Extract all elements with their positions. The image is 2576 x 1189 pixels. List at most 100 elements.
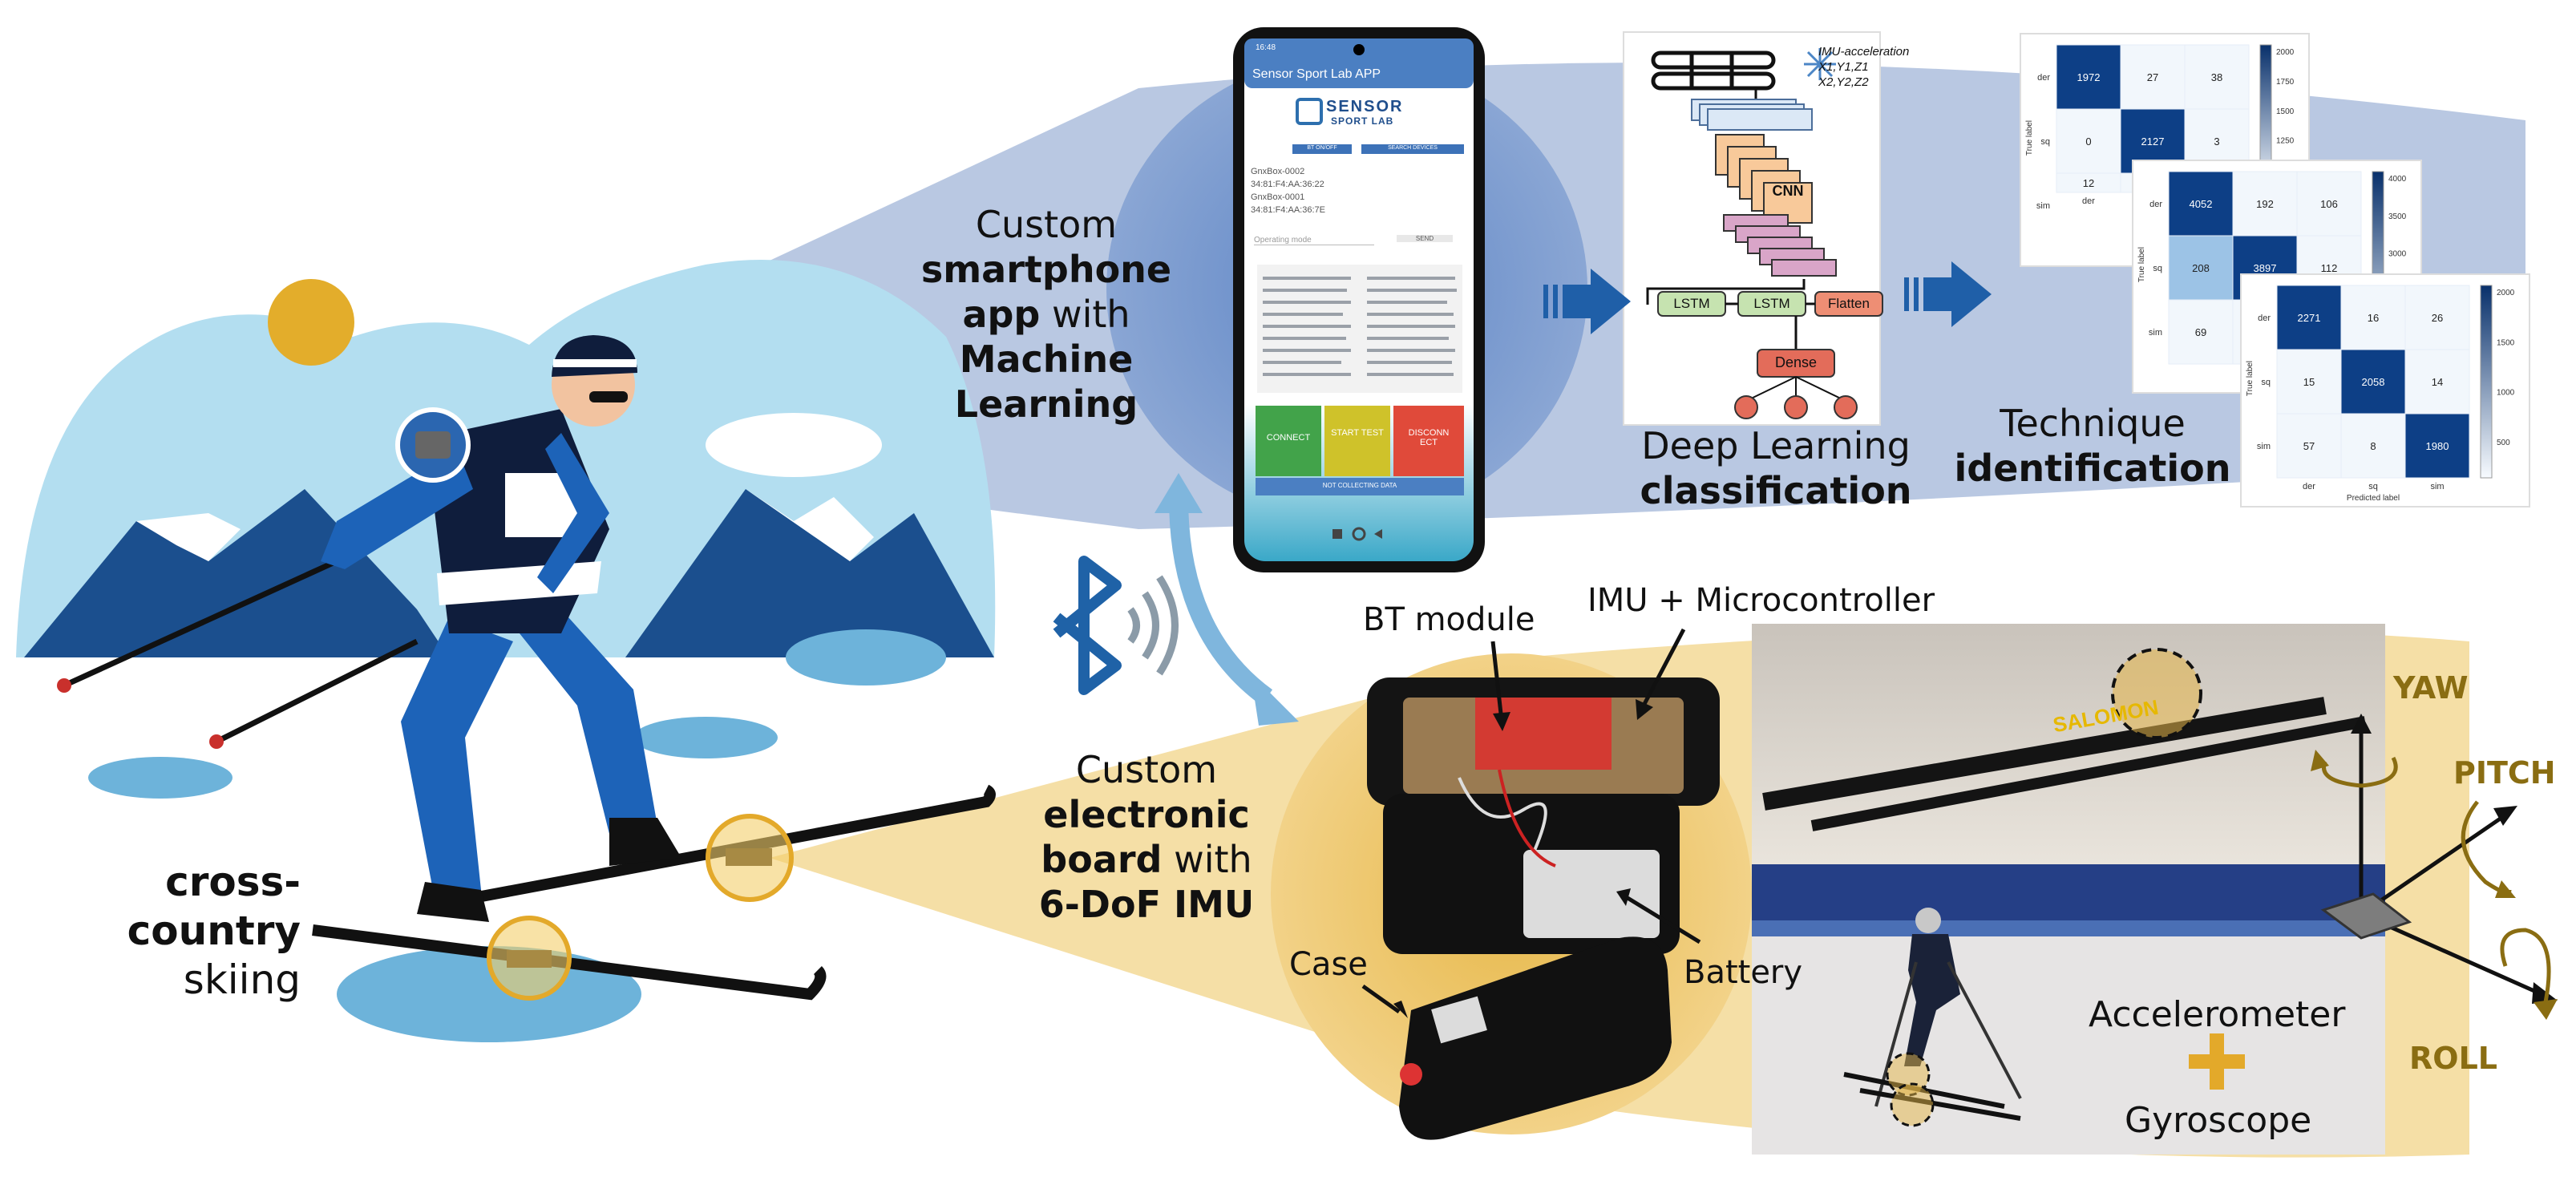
case-pointer (1361, 984, 1401, 1014)
board-label-line2: electronic (1043, 793, 1250, 837)
cm-cell (2296, 171, 2362, 237)
skier-label-line3: skiing (183, 956, 301, 1003)
board-label: Custom electronic board with 6-DoF IMU (1006, 747, 1287, 927)
signal-wave-1 (1127, 607, 1140, 644)
battery-cell (1523, 850, 1660, 938)
cm-colorbar-tick: 1000 (2497, 389, 2515, 398)
signal-wave-3 (1156, 575, 1179, 676)
phone-btn-start[interactable]: START TEST (1331, 428, 1384, 438)
cm-cell (2404, 413, 2470, 479)
out-node-2 (1784, 395, 1808, 419)
cm-true-label: True label (2025, 120, 2034, 156)
skier-label-line1: cross- (165, 859, 301, 905)
bluetooth-icon (1053, 556, 1122, 695)
phone-status-time: 16:48 (1256, 43, 1276, 52)
dl-caption: Deep Learning classification (1616, 423, 1936, 513)
technique-caption-line1: Technique (2000, 402, 2186, 445)
phone-mode-send[interactable]: SEND (1397, 235, 1453, 242)
imu-label: IMU-acceleration X1,Y1,Z1 X2,Y2,Z2 (1818, 45, 1909, 90)
ski-sensor-1-box (726, 848, 772, 866)
phone-btn-connect[interactable]: CONNECT (1266, 433, 1311, 443)
case-led (1400, 1063, 1422, 1086)
app-label-line3-bold: app (962, 293, 1041, 337)
app-label-line2: smartphone (920, 248, 1172, 292)
photo-fence-stripe (1752, 920, 2385, 936)
board-label-line1: Custom (1075, 748, 1218, 791)
imu-pointer (1641, 628, 1686, 707)
roll-rotation (2500, 928, 2551, 1003)
cm-colorbar-tick: 1750 (2276, 78, 2295, 87)
arrow-to-technique (1904, 261, 1992, 327)
cm-value: 1980 (2426, 440, 2449, 452)
cm-cell (2404, 285, 2470, 350)
imu-label-line2: X1,Y1,Z1 (1818, 59, 1869, 74)
phone-log-area (1257, 265, 1462, 393)
snow-patch-2 (88, 757, 233, 799)
cm-value: 0 (2085, 135, 2091, 148)
wire-white (1458, 777, 1547, 859)
photo-fence (1752, 864, 2385, 920)
phone-btn-disconnect[interactable]: DISCONN ECT (1408, 428, 1450, 447)
yaw-label: YAW (2393, 670, 2469, 706)
photo-sensor-2 (1890, 1082, 1935, 1127)
cm-value: 15 (2303, 376, 2315, 388)
wrist-device-body (415, 431, 451, 459)
cm-row-label: sq (2040, 137, 2050, 147)
arrow-to-dl (1543, 269, 1631, 334)
app-label-line4: Machine (959, 338, 1134, 382)
app-label-line1: Custom (975, 203, 1118, 246)
phone-btn-bt[interactable]: BT ON/OFF (1307, 145, 1337, 151)
cm-value: 2127 (2141, 135, 2165, 148)
case-label (1431, 996, 1487, 1044)
cm-value: 112 (2321, 262, 2338, 274)
phone-device2-name[interactable]: GnxBox-0001 (1251, 192, 1305, 202)
plus-sign-text: + (2203, 1038, 2227, 1039)
phone-logo-line1: SENSOR (1326, 98, 1404, 115)
lstm2-label: LSTM (1753, 296, 1790, 311)
cm-true-label: True label (2246, 361, 2255, 396)
phone-mode-input[interactable]: Operating mode (1254, 236, 1374, 245)
battery-pointer (1626, 896, 1701, 944)
wire-red (1498, 769, 1556, 867)
cm-value: 106 (2320, 198, 2338, 210)
cm-value: 2271 (2298, 312, 2321, 324)
cm-colorbar-tick: 500 (2497, 439, 2510, 447)
cm-value: 16 (2368, 312, 2379, 324)
phone-camera (1353, 44, 1365, 55)
phone-logo-line2: SPORT LAB (1331, 115, 1394, 127)
cm-cell (2168, 235, 2234, 301)
ski-photo-sensor (2111, 648, 2202, 739)
cm-value: 38 (2211, 71, 2222, 83)
dl-caption-line2: classification (1640, 469, 1912, 513)
cm-value: 14 (2432, 376, 2443, 388)
cm-col-label: sim (2430, 482, 2444, 491)
flatten-label: Flatten (1828, 296, 1870, 311)
yaw-rotation (2322, 756, 2398, 788)
phone-device1-name[interactable]: GnxBox-0002 (1251, 167, 1305, 176)
phone-nav-back-icon (1332, 529, 1342, 539)
bt-module-label: BT module (1363, 601, 1535, 638)
cm-value: 3897 (2254, 262, 2277, 274)
pooling-layers (1723, 214, 1837, 277)
cm-cell (2168, 299, 2234, 365)
cm-cell (2056, 44, 2121, 110)
photo-sensor-1 (1886, 1052, 1931, 1097)
out-link-1 (1745, 376, 1797, 402)
cm-value: 1972 (2077, 71, 2101, 83)
cm-col-label: der (2082, 196, 2095, 206)
cloud (706, 413, 882, 477)
cm-colorbar-tick: 4000 (2388, 175, 2407, 184)
cm-value: 192 (2256, 198, 2274, 210)
cm-colorbar (2480, 285, 2493, 479)
phone-btn-search[interactable]: SEARCH DEVICES (1388, 145, 1438, 151)
lstm1-label: LSTM (1673, 296, 1710, 311)
mountain-right (625, 489, 994, 657)
signal-wave-2 (1142, 591, 1159, 660)
cm-value: 2058 (2362, 376, 2385, 388)
closed-case (1399, 936, 1672, 1140)
roll-rotation-head (2534, 999, 2558, 1020)
sensor-lab-logo-icon (1296, 98, 1323, 125)
phone-status-bg (1256, 478, 1464, 495)
